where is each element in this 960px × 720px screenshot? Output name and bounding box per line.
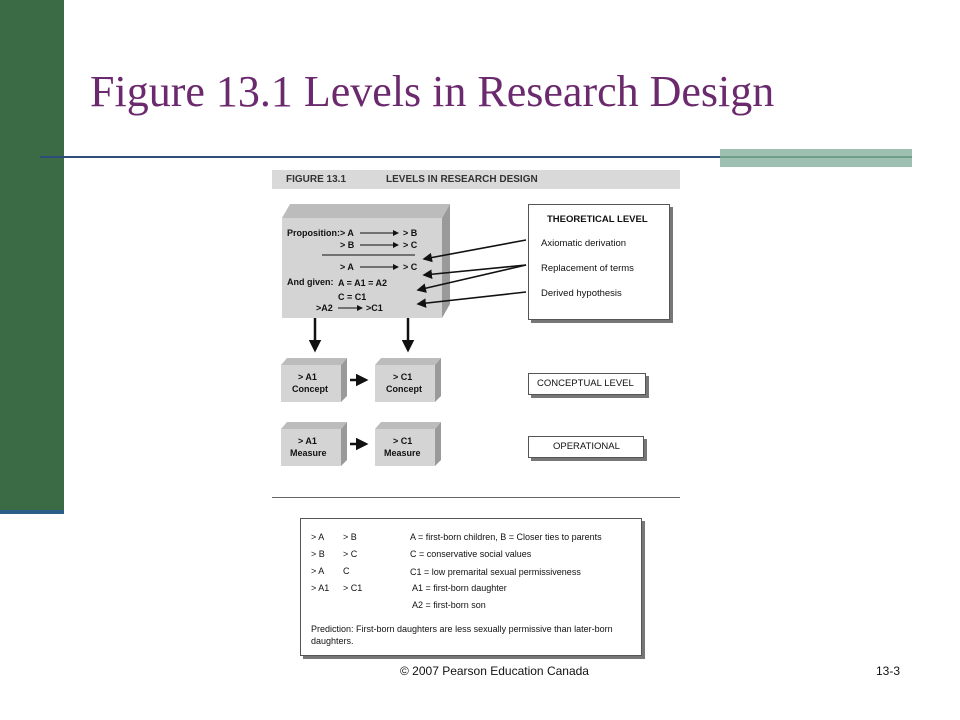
key-prediction: Prediction: First-born daughters are les… <box>311 624 613 646</box>
sidebar-accent-bar <box>0 0 64 512</box>
measure-c1-box <box>375 422 441 466</box>
slide-title: Figure 13.1 Levels in Research Design <box>90 67 775 116</box>
level-arrows <box>308 318 415 451</box>
theoretical-level-box: THEORETICAL LEVEL Axiomatic derivation R… <box>528 204 670 320</box>
concept-a1-top: > A1 <box>298 372 317 382</box>
theoretical-item-replacement: Replacement of terms <box>541 263 634 274</box>
conceptual-level-label: CONCEPTUAL LEVEL <box>537 378 634 389</box>
figure-number: FIGURE 13.1 <box>286 174 347 185</box>
key-row-5-def: A2 = first-born son <box>412 600 486 610</box>
key-row-4-def: A1 = first-born daughter <box>412 583 507 593</box>
figure-header: FIGURE 13.1 LEVELS IN RESEARCH DESIGN <box>272 170 680 189</box>
measure-a1-box <box>281 422 347 466</box>
theory-arrows <box>416 239 527 308</box>
prop-b: > B <box>403 228 418 238</box>
operational-level-box: OPERATIONAL <box>528 436 644 458</box>
measure-c1-top: > C1 <box>393 436 413 446</box>
key-row-3-right: C <box>343 566 350 576</box>
proposition-arrows <box>322 230 415 311</box>
given-eq1: A = A1 = A2 <box>338 278 388 288</box>
concept-c1-top: > C1 <box>393 372 413 382</box>
measure-a1-top: > A1 <box>298 436 317 446</box>
proposition-box <box>282 204 450 318</box>
conceptual-level-box: CONCEPTUAL LEVEL <box>528 373 646 395</box>
key-row-4-left: > A1 <box>311 583 330 593</box>
footer-slide-number: 13-3 <box>876 664 901 678</box>
concept-c1-bottom: Concept <box>386 384 422 394</box>
title-rule <box>40 156 720 158</box>
derived-c: > C <box>403 262 418 272</box>
given-a2: >A2 <box>316 303 333 313</box>
theoretical-item-axiomatic: Axiomatic derivation <box>541 238 627 249</box>
sidebar-accent-edge <box>0 510 64 514</box>
and-given-label: And given: <box>287 277 334 287</box>
concept-a1-box <box>281 358 347 402</box>
concept-a1-bottom: Concept <box>292 384 328 394</box>
figure-name: LEVELS IN RESEARCH DESIGN <box>386 174 538 185</box>
measure-a1-bottom: Measure <box>290 448 327 458</box>
derived-a: > A <box>340 262 354 272</box>
theoretical-item-derived: Derived hypothesis <box>541 288 622 299</box>
operational-level-label: OPERATIONAL <box>553 441 620 452</box>
title-rule-accent-line <box>720 156 912 158</box>
key-row-1-left: > A <box>311 532 325 542</box>
given-c1: >C1 <box>366 303 383 313</box>
key-row-2-def: C = conservative social values <box>410 549 532 559</box>
given-eq2: C = C1 <box>338 292 367 302</box>
proposition-label: Proposition: <box>287 228 340 238</box>
prop-c: > C <box>403 240 418 250</box>
prop-b2: > B <box>340 240 355 250</box>
measure-c1-bottom: Measure <box>384 448 421 458</box>
key-row-3-left: > A <box>311 566 325 576</box>
concept-c1-box <box>375 358 441 402</box>
footer-copyright: © 2007 Pearson Education Canada <box>400 664 589 678</box>
key-row-1-def: A = first-born children, B = Closer ties… <box>410 532 602 542</box>
figure-key-box: > A > B A = first-born children, B = Clo… <box>300 518 642 656</box>
prop-a: > A <box>340 228 354 238</box>
title-rule-accent-block <box>720 149 912 167</box>
key-row-4-right: > C1 <box>343 583 363 593</box>
theoretical-title: THEORETICAL LEVEL <box>547 214 648 225</box>
figure-bottom-rule <box>272 497 680 498</box>
key-row-2-right: > C <box>343 549 358 559</box>
key-row-2-left: > B <box>311 549 325 559</box>
key-row-1-right: > B <box>343 532 357 542</box>
key-row-3-def: C1 = low premarital sexual permissivenes… <box>410 567 581 577</box>
